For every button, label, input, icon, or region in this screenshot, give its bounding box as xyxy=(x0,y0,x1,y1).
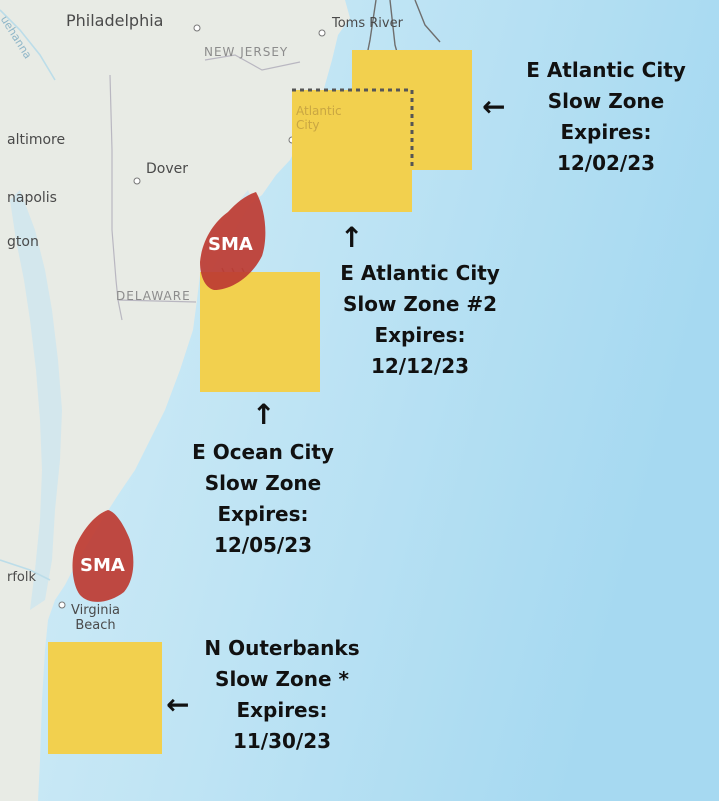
slow-zone-overlap-outline xyxy=(292,88,414,170)
slow-zone-e-ocean-city[interactable] xyxy=(200,272,320,392)
place-atlantic-city: Atlantic City xyxy=(296,104,342,132)
zone-label-e-atlantic-city-2: E Atlantic City Slow Zone #2 Expires: 12… xyxy=(340,261,500,378)
place-virginia-beach: Virginia Beach xyxy=(71,603,121,633)
sma-label-chesapeake: SMA xyxy=(80,555,125,576)
slow-zone-n-outerbanks[interactable] xyxy=(48,642,162,754)
land-area xyxy=(0,0,350,801)
place-baltimore: altimore xyxy=(7,132,66,148)
arrow-left-e-atlantic-city: ← xyxy=(482,90,506,123)
arrow-up-e-ocean-city: ↑ xyxy=(252,398,276,431)
place-norfolk: rfolk xyxy=(7,570,37,585)
state-borders xyxy=(109,54,301,321)
zone-label-e-ocean-city: E Ocean City Slow Zone Expires: 12/05/23 xyxy=(192,440,334,557)
place-annapolis: napolis xyxy=(7,190,57,206)
city-markers xyxy=(58,24,326,609)
sma-region-delaware-bay[interactable] xyxy=(200,192,266,290)
arrow-left-n-outerbanks: ← xyxy=(166,688,190,721)
place-toms-river: Toms River xyxy=(332,16,403,31)
place-philadelphia: Philadelphia xyxy=(66,11,164,30)
place-new-jersey: NEW JERSEY xyxy=(204,45,289,59)
place-dover: Dover xyxy=(146,161,188,177)
place-washington: gton xyxy=(7,234,39,250)
arrow-up-e-atlantic-city-2: ↑ xyxy=(340,221,364,254)
sma-label-delaware: SMA xyxy=(208,234,253,255)
place-delaware: DELAWARE xyxy=(116,289,191,303)
zone-label-e-atlantic-city: E Atlantic City Slow Zone Expires: 12/02… xyxy=(526,58,686,175)
slow-zone-e-atlantic-city-2[interactable] xyxy=(292,90,412,212)
sma-region-chesapeake[interactable] xyxy=(72,510,134,602)
rivers xyxy=(0,9,56,581)
chesapeake-bay xyxy=(10,190,62,610)
zone-label-n-outerbanks: N Outerbanks Slow Zone * Expires: 11/30/… xyxy=(204,636,360,753)
